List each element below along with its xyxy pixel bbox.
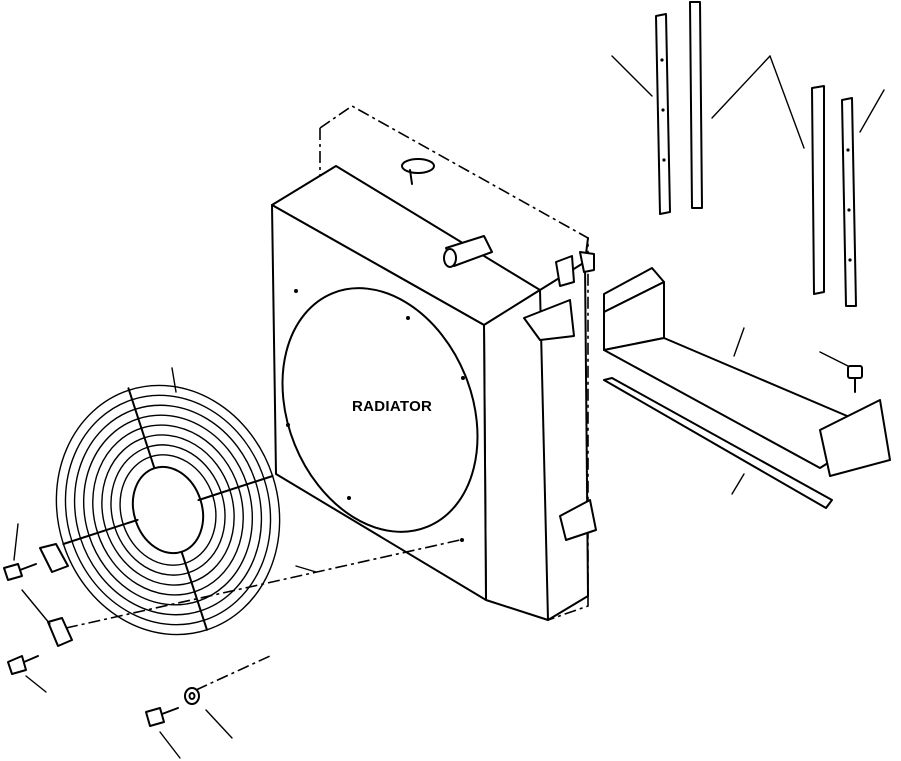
assembly-line-bolt — [195, 655, 271, 691]
guard-bracket-upper — [39, 543, 69, 573]
side-baffle — [603, 267, 891, 477]
bolt-bottom — [145, 707, 179, 727]
bolt-right — [847, 365, 863, 393]
top-side-clip-2 — [579, 251, 595, 273]
upper-side-bracket — [523, 299, 575, 341]
flat-seal-strip — [603, 377, 833, 509]
radiator-holes — [286, 289, 465, 542]
top-side-clip — [555, 255, 575, 287]
guard-bracket-lower — [47, 617, 73, 647]
radiator-rear-outline — [319, 105, 589, 621]
washer — [184, 687, 200, 705]
bolt-upper-left — [3, 563, 37, 581]
radiator — [271, 158, 597, 621]
leader-lines — [13, 55, 885, 759]
lower-side-bracket — [559, 499, 597, 541]
radiator-label: RADIATOR — [352, 398, 433, 415]
hose-fitting — [443, 235, 493, 268]
fan-guard — [55, 384, 281, 636]
filler-cap — [401, 158, 435, 185]
seal-strips — [655, 1, 857, 307]
assembly-line-guard — [65, 539, 461, 629]
bolt-lower-left — [7, 655, 39, 675]
